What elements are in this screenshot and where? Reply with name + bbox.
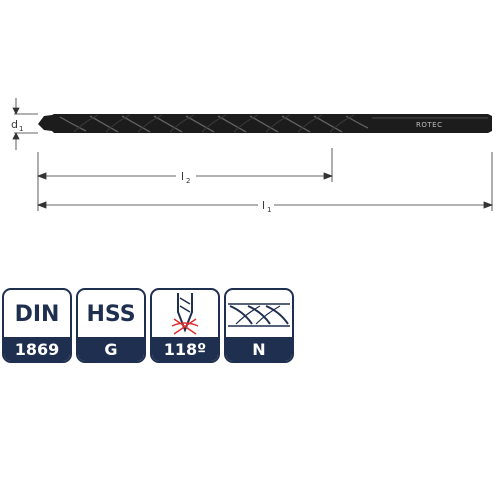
point-angle-value: 118º bbox=[152, 337, 218, 361]
brand-marking: ROTEC bbox=[416, 121, 442, 129]
l1-dimension bbox=[36, 201, 494, 209]
l1-sub: 1 bbox=[267, 206, 271, 214]
hss-badge-title: HSS bbox=[86, 302, 136, 327]
drill-flute-type-icon bbox=[228, 303, 290, 327]
hss-material-badge: HSS G bbox=[76, 288, 146, 363]
diameter-label: d bbox=[11, 118, 18, 131]
din-standard-badge: DIN 1869 bbox=[2, 288, 72, 363]
diameter-dimension bbox=[12, 98, 38, 150]
drill-technical-drawing: ROTEC d 1 l 2 l 1 bbox=[11, 98, 494, 214]
drill-point-angle-icon bbox=[171, 293, 199, 335]
l2-dimension bbox=[36, 172, 334, 180]
hss-badge-value: G bbox=[78, 337, 144, 361]
l1-label: l bbox=[262, 199, 265, 212]
din-badge-title: DIN bbox=[14, 302, 60, 327]
din-badge-value: 1869 bbox=[4, 337, 70, 361]
drill-bit-image: ROTEC bbox=[38, 114, 492, 133]
l2-label: l bbox=[181, 170, 184, 183]
drill-type-value: N bbox=[226, 337, 292, 361]
point-angle-badge: 118º bbox=[150, 288, 220, 363]
drill-type-badge: N bbox=[224, 288, 294, 363]
l2-sub: 2 bbox=[186, 177, 190, 185]
diameter-sub: 1 bbox=[19, 125, 23, 133]
